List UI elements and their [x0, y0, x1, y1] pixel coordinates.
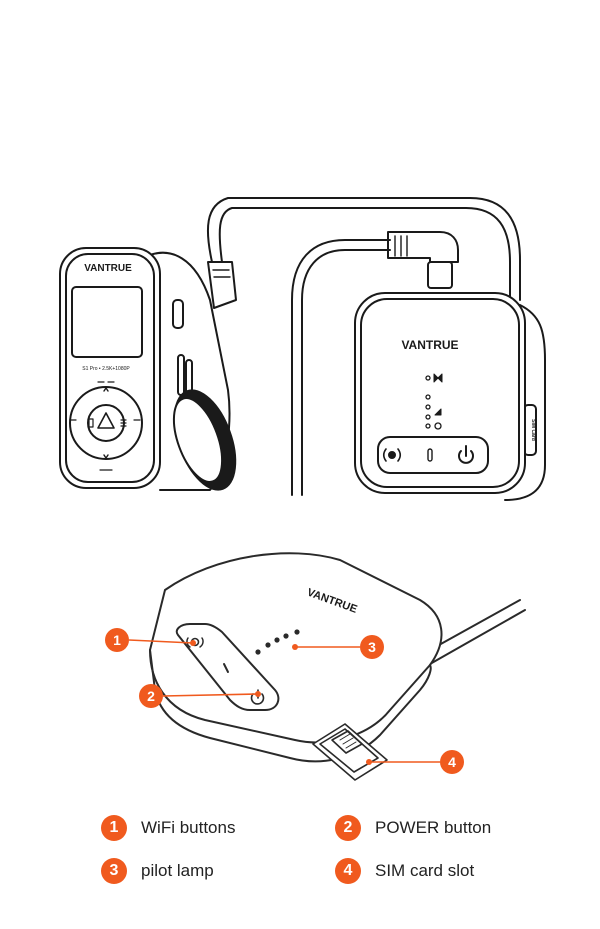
callout-dot-2	[255, 691, 261, 697]
callout-number-1: 1	[113, 632, 121, 648]
callout-badge-3	[360, 635, 384, 659]
legend-label-power-button: POWER button	[375, 818, 492, 837]
legend-badge-1: 1	[101, 815, 127, 841]
legend-badge-3: 3	[101, 858, 127, 884]
callout-dot-4	[366, 759, 372, 765]
callout-dot-1	[190, 640, 196, 646]
callout-number-2: 2	[147, 688, 155, 704]
legend-badge-4: 4	[335, 858, 361, 884]
callouts	[128, 639, 440, 763]
vertical-cable	[291, 239, 391, 496]
bottom-illustration	[149, 552, 526, 781]
legend-label-pilot-lamp: pilot lamp	[141, 861, 214, 880]
legend-badge-2: 2	[335, 815, 361, 841]
callout-number-4: 4	[448, 754, 456, 770]
callout-number-3: 3	[368, 639, 376, 655]
top-illustration	[59, 197, 546, 501]
legend-item-wifi-buttons: 1 WiFi buttons	[101, 813, 235, 843]
sim-card-port-label: SIM Card	[530, 419, 536, 441]
sim-card-tray	[312, 723, 388, 781]
callout-dot-3	[292, 644, 298, 650]
callout-badge-2	[139, 684, 163, 708]
callout-badge-1	[105, 628, 129, 652]
legend: 1 WiFi buttons 2 POWER button 3 pilot la…	[0, 800, 600, 910]
vertical-cable-inner	[301, 249, 391, 496]
dashcam-connector	[207, 261, 237, 309]
connecting-cable	[206, 197, 521, 301]
dashcam	[59, 247, 237, 491]
usb-connector	[387, 231, 459, 263]
top-hub	[354, 292, 546, 501]
legend-item-sim-card-slot: 4 SIM card slot	[335, 856, 474, 886]
legend-label-sim-card-slot: SIM card slot	[375, 861, 475, 880]
top-hub-brand: VANTRUE	[401, 338, 458, 352]
dashcam-model-text: S1 Pro • 2.5K+1080P	[82, 366, 130, 372]
legend-item-power-button: 2 POWER button	[335, 813, 491, 843]
callout-badge-4	[440, 750, 464, 774]
legend-item-pilot-lamp: 3 pilot lamp	[101, 856, 214, 886]
legend-label-wifi-buttons: WiFi buttons	[141, 818, 236, 837]
bottom-button-strip	[175, 623, 280, 711]
bottom-cable	[429, 599, 526, 665]
dashcam-brand: VANTRUE	[84, 263, 132, 274]
connecting-cable-inner	[218, 207, 511, 301]
